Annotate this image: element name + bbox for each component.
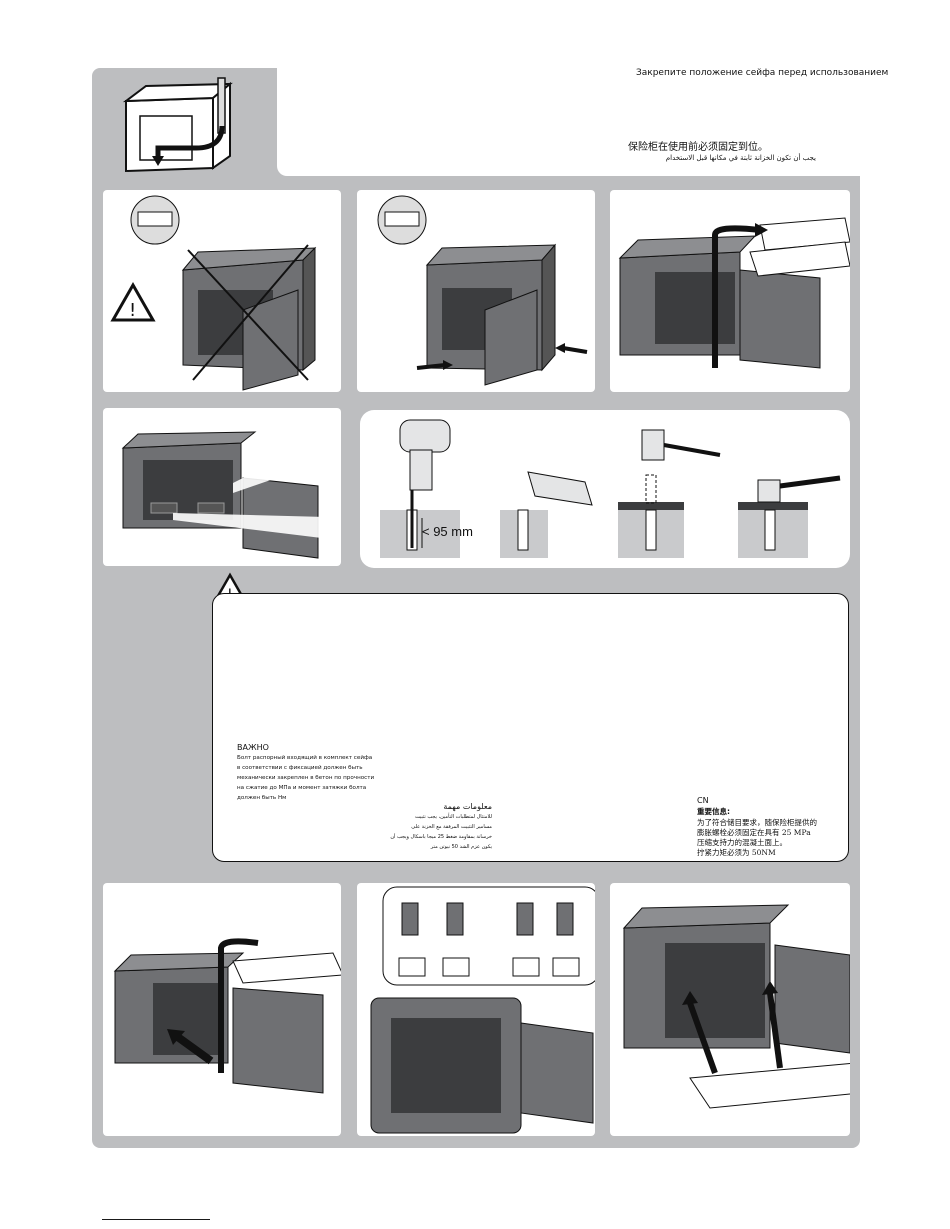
header-illustration (118, 76, 248, 176)
footer-divider (102, 1219, 210, 1220)
svg-text:!: ! (129, 300, 136, 321)
cn-important-line2: 膨胀螺栓必须固定在具有 25 MPa (697, 828, 811, 837)
step-drilling-panel: < 95 mm (360, 410, 850, 568)
cn-important-heading: 重要信息: (697, 807, 730, 816)
step-floor-holes-panel (103, 408, 341, 566)
ar-important-line4: يكون عزم الشد 50 نيوتن متر (430, 844, 492, 850)
step-secure-floor-panel (610, 883, 850, 1136)
ru-important-line2: в соответствии с фиксацией должен быть (237, 765, 363, 771)
cn-important-line3: 压缩支持力的混凝土面上。 (697, 838, 787, 847)
step-reinsert-floor-panel (103, 883, 341, 1136)
important-info-box (212, 593, 849, 862)
header-cn-title: 保险柜在使用前必须固定到位。 (628, 142, 768, 153)
ar-important-line2: مسامير التثبيت المرفقة مع الخزنة على (411, 824, 492, 830)
ru-important-line4: на сжатие до МПа и момент затяжки болта (237, 785, 367, 791)
ar-important-heading: معلومات مهمة (443, 802, 492, 811)
ru-important-line5: должен быть Нм (237, 795, 287, 801)
step-correct-level-panel (357, 190, 595, 392)
cn-important-line1: 为了符合储目要求，随保险柜提供的 (697, 818, 817, 827)
ru-important-line3: механически закреплен в бетон по прочнос… (237, 775, 375, 781)
drill-depth-label: < 95 mm (422, 524, 473, 539)
header-ar-title: يجب أن تكون الخزانة ثابتة في مكانها قبل … (665, 154, 816, 162)
ru-important-heading: ВАЖНО (237, 743, 269, 752)
header-area (277, 66, 867, 176)
step-wrong-level-panel: ! (103, 190, 341, 392)
ar-important-line1: للامتثال لمتطلبات التأمين، يجب تثبيت (414, 814, 492, 820)
step-remove-floor-panel (610, 190, 850, 392)
header-ru-title: Закрепите положение сейфа перед использо… (636, 68, 889, 78)
ar-important-line3: خرسانة بمقاومة ضغط 25 ميجا باسكال ويجب أ… (390, 834, 492, 840)
cn-label: CN (697, 796, 709, 805)
ru-important-line1: Болт распорный входящий в комплект сейфа (237, 755, 373, 761)
step-brackets-panel (357, 883, 595, 1136)
cn-important-line4: 拧紧力矩必须为 50NM (697, 848, 776, 857)
